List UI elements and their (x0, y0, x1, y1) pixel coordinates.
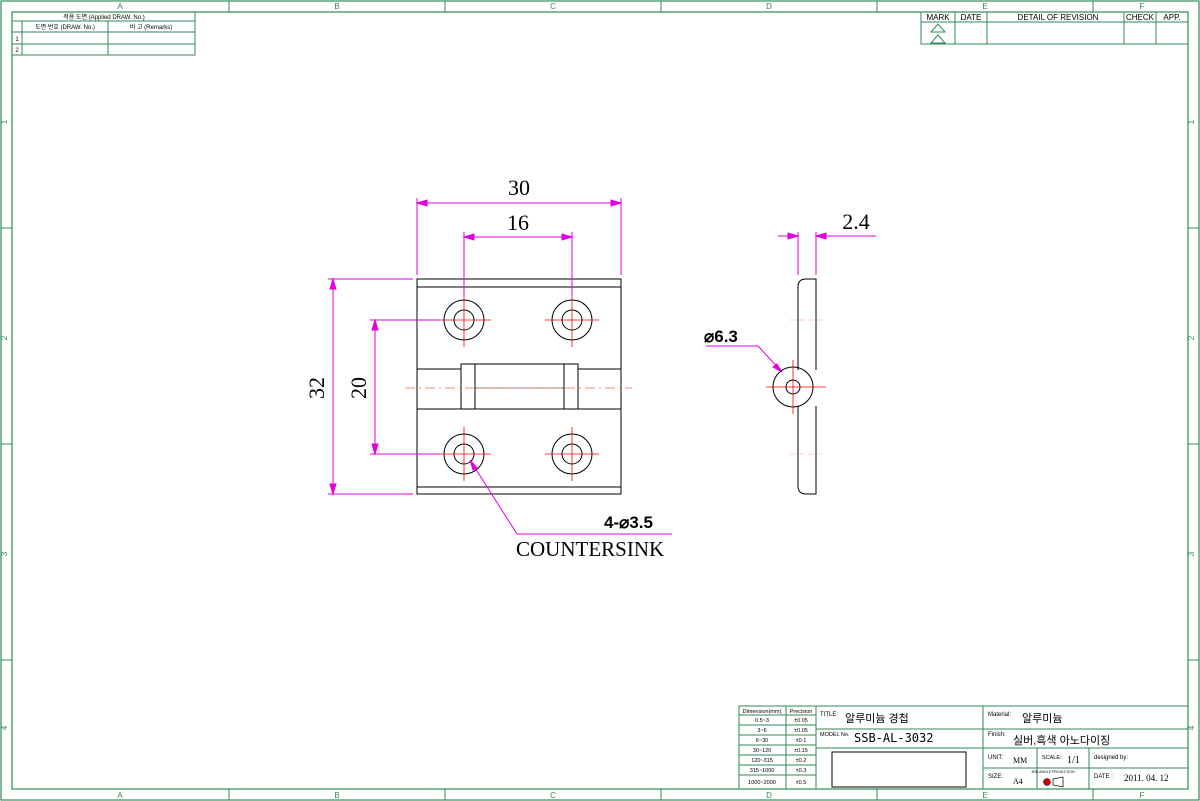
size-value: A4 (1013, 777, 1023, 786)
countersunk-holes (437, 293, 599, 481)
size-label: SIZE: (988, 774, 1003, 780)
revision-col-date: DATE (961, 13, 982, 22)
tolerance-range: 6~30 (756, 738, 768, 744)
applied-table-row-2: 2 (15, 48, 19, 54)
tolerance-table: Dimension(mm) Precision 0.5~3 ±0.05 3~6 … (739, 706, 817, 789)
inner-frame (11, 11, 1189, 790)
zone-row-1-right: 1 (1187, 119, 1196, 124)
dimension-labels: 30 16 32 20 2.4 ⌀6.3 4-⌀3.5 COUNTERSINK (304, 175, 870, 561)
dim-hole-vertical: 20 (346, 377, 371, 399)
zone-col-d-bottom: D (766, 791, 772, 800)
applied-table-col-remarks: 비 고 (Remarks) (130, 23, 172, 31)
dim-knuckle-diameter: ⌀6.3 (704, 327, 738, 346)
side-view (766, 278, 826, 495)
dimension-lines (328, 198, 876, 535)
model-number: SSB-AL-3032 (854, 731, 933, 745)
tolerance-value: ±0.1 (796, 738, 807, 744)
date-value: 2011. 04. 12 (1124, 773, 1169, 783)
tolerance-range: 30~120 (753, 748, 772, 754)
dim-holes: 4-⌀3.5 (604, 513, 653, 532)
zone-col-a-top: A (117, 2, 123, 11)
revision-col-mark: MARK (926, 13, 950, 22)
tolerance-value: ±0.5 (796, 780, 807, 786)
front-view (405, 278, 632, 495)
revision-table: MARK DATE DETAIL OF REVISION CHECK APP. (920, 11, 1189, 45)
material-label: Material: (988, 712, 1011, 718)
zone-row-3-right: 3 (1187, 551, 1196, 556)
zone-col-b-top: B (334, 2, 339, 11)
dim-holes-note: COUNTERSINK (516, 537, 664, 561)
tolerance-value: ±0.2 (796, 758, 807, 764)
tolerance-header-dim: Dimension(mm) (743, 709, 782, 715)
zone-col-a-bottom: A (117, 791, 123, 800)
projection-symbol-icon (1043, 776, 1064, 788)
dim-hole-spacing: 16 (507, 210, 529, 235)
designed-label: designed by: (1094, 755, 1128, 761)
zone-col-e-bottom: E (982, 791, 987, 800)
zone-col-d-top: D (766, 2, 772, 11)
revision-col-app: APP. (1163, 13, 1180, 22)
title-block: Dimension(mm) Precision 0.5~3 ±0.05 3~6 … (738, 705, 1189, 790)
applied-table-header: 적용 도면 (Applied DRAW. No.) (63, 13, 145, 21)
model-label: MODEL No. (820, 732, 850, 738)
applied-drawings-table: 적용 도면 (Applied DRAW. No.) 도면 번호 (DRAW. N… (11, 11, 196, 56)
tolerance-range: 3~6 (757, 728, 766, 734)
zone-col-c-bottom: C (550, 791, 556, 800)
dim-width: 30 (508, 175, 530, 200)
title-label: TITLE: (820, 712, 838, 718)
tolerance-range: 120~315 (751, 758, 773, 764)
revision-col-detail: DETAIL OF REVISION (1018, 13, 1099, 22)
hole-bottom-left (437, 427, 491, 481)
unit-value: MM (1013, 756, 1027, 765)
hole-top-right (545, 293, 599, 347)
zone-col-f-bottom: F (1140, 791, 1145, 800)
logo-box (831, 751, 967, 788)
tolerance-value: ±0.3 (796, 768, 807, 774)
zone-row-2-left: 2 (0, 335, 9, 340)
zone-col-c-top: C (550, 2, 556, 11)
projection-label: 3RD ANGLE PROJECTION (1031, 770, 1075, 774)
zone-row-4-left: 4 (0, 725, 9, 730)
zone-col-b-bottom: B (334, 791, 339, 800)
finish-value: 실버,흑색 아노다이징 (1013, 733, 1110, 747)
finish-label: Finish: (988, 732, 1006, 738)
hole-bottom-right (545, 427, 599, 481)
dim-thickness: 2.4 (842, 209, 870, 234)
zone-row-4-right: 4 (1187, 725, 1196, 730)
tolerance-value: ±0.05 (794, 728, 808, 734)
tolerance-range: 1000~2000 (748, 780, 776, 786)
revision-triangle-icon (929, 23, 947, 44)
dim-height: 32 (304, 377, 329, 399)
unit-label: UNIT: (988, 755, 1003, 761)
zone-col-f-top: F (1140, 2, 1145, 11)
applied-table-col-draw: 도면 번호 (DRAW. No.) (35, 23, 95, 31)
tolerance-range: 315~1000 (750, 768, 775, 774)
tolerance-value: ±0.05 (794, 718, 808, 724)
zone-col-e-top: E (982, 2, 987, 11)
date-label: DATE : (1094, 774, 1113, 780)
scale-value: 1/1 (1067, 755, 1080, 766)
scale-label: SCALE: (1042, 755, 1062, 761)
zone-row-1-left: 1 (0, 119, 9, 124)
tolerance-header-prec: Precision (790, 709, 813, 715)
applied-table-row-1: 1 (15, 37, 19, 43)
revision-col-check: CHECK (1126, 13, 1155, 22)
tolerance-value: ±0.15 (794, 748, 808, 754)
hole-top-left (437, 293, 491, 347)
zone-row-2-right: 2 (1187, 335, 1196, 340)
tolerance-range: 0.5~3 (755, 718, 769, 724)
drawing-title: 알루미늄 경첩 (845, 711, 909, 725)
material-value: 알루미늄 (1022, 711, 1062, 725)
zone-row-3-left: 3 (0, 551, 9, 556)
